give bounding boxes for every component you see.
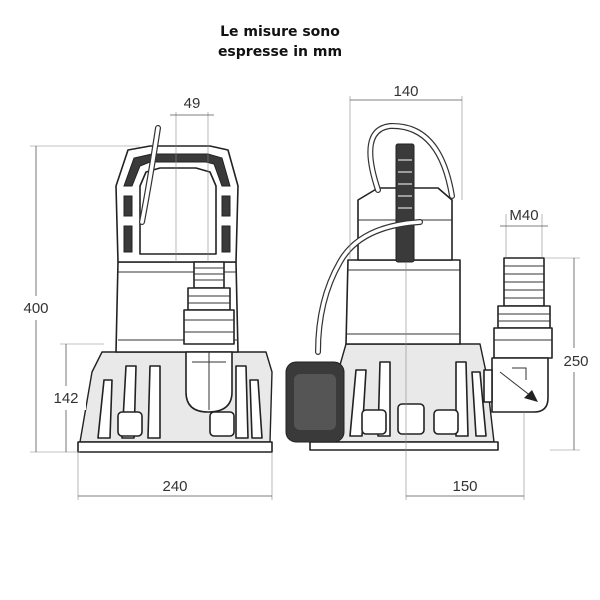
dim-400: 400 [23, 300, 48, 317]
dim-250: 250 [563, 353, 588, 370]
dim-m40: M40 [509, 207, 538, 224]
dim-142: 142 [53, 390, 78, 407]
right-dimensions: 140 M40 250 150 [349, 83, 594, 500]
right-pump-foot [309, 441, 499, 451]
right-base-openings [349, 361, 487, 437]
diagram-title: Le misure sono espresse in mm [180, 22, 380, 62]
right-pump-handle [395, 143, 415, 263]
dim-49: 49 [184, 95, 201, 112]
title-line-2: espresse in mm [217, 44, 343, 60]
left-pump-foot [77, 441, 273, 453]
dim-240: 240 [162, 478, 187, 495]
dim-140: 140 [393, 83, 418, 100]
left-pump-outlet [183, 261, 235, 413]
left-base-openings [97, 365, 263, 439]
right-pump-body [345, 259, 461, 345]
left-dimensions: 49 400 142 240 [18, 95, 273, 500]
title-line-1: Le misure sono [220, 24, 340, 40]
left-pump-front-view: 49 400 142 240 [18, 95, 273, 500]
right-pump-outlet [483, 257, 553, 413]
dim-150: 150 [452, 478, 477, 495]
right-pump-side-view: 140 M40 250 150 [285, 83, 594, 500]
